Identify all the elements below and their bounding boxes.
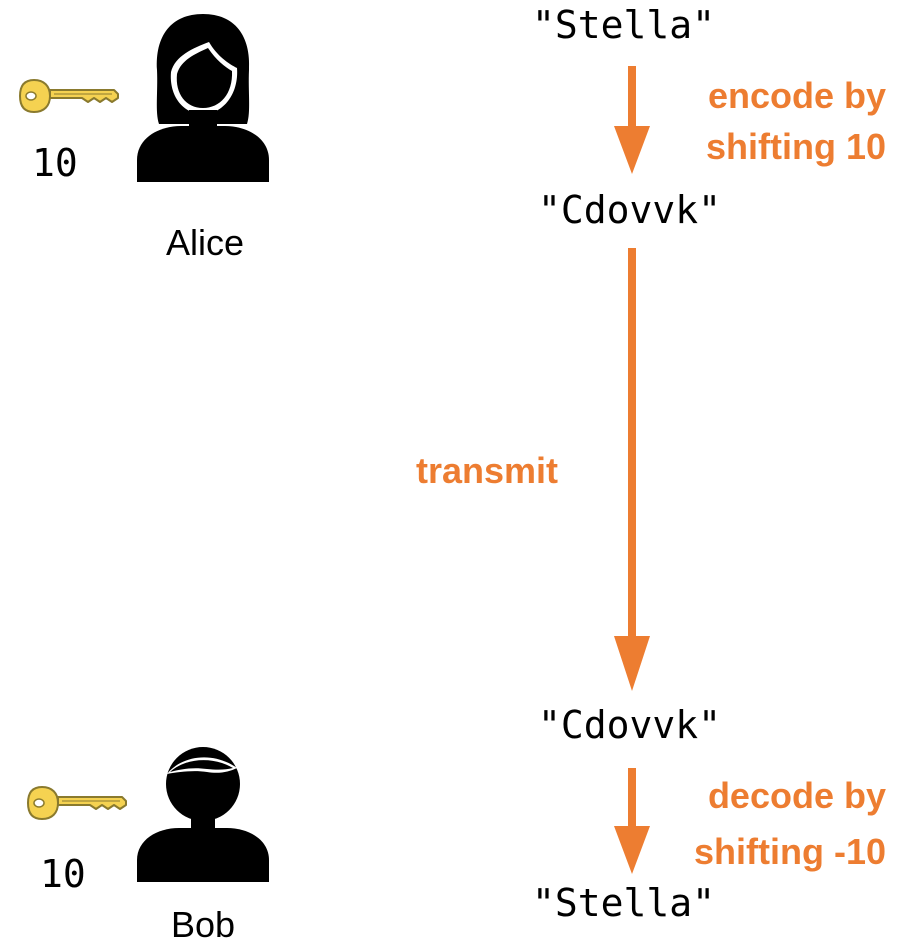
bob-name: Bob: [170, 904, 236, 945]
bob-key-value: 10: [40, 852, 86, 896]
alice-avatar-icon: [137, 14, 269, 182]
transmit-label: transmit: [416, 450, 559, 491]
bob-key-icon: [26, 785, 127, 821]
encode-arrow: [614, 66, 650, 174]
plaintext-top: "Stella": [532, 3, 716, 47]
alice-key-value: 10: [32, 141, 78, 185]
alice-key-icon: [18, 78, 119, 114]
encode-label-line2: shifting 10: [705, 126, 886, 167]
plaintext-bottom: "Stella": [532, 881, 716, 925]
bob-avatar-icon: [137, 747, 269, 882]
alice-name: Alice: [165, 222, 245, 263]
decode-label-line1: decode by: [707, 775, 886, 816]
encode-label-line1: encode by: [707, 75, 886, 116]
decode-label-line2: shifting -10: [693, 831, 886, 872]
ciphertext-sent: "Cdovvk": [538, 188, 722, 232]
decode-arrow: [614, 768, 650, 874]
transmit-arrow: [614, 248, 650, 691]
ciphertext-received: "Cdovvk": [538, 703, 722, 747]
